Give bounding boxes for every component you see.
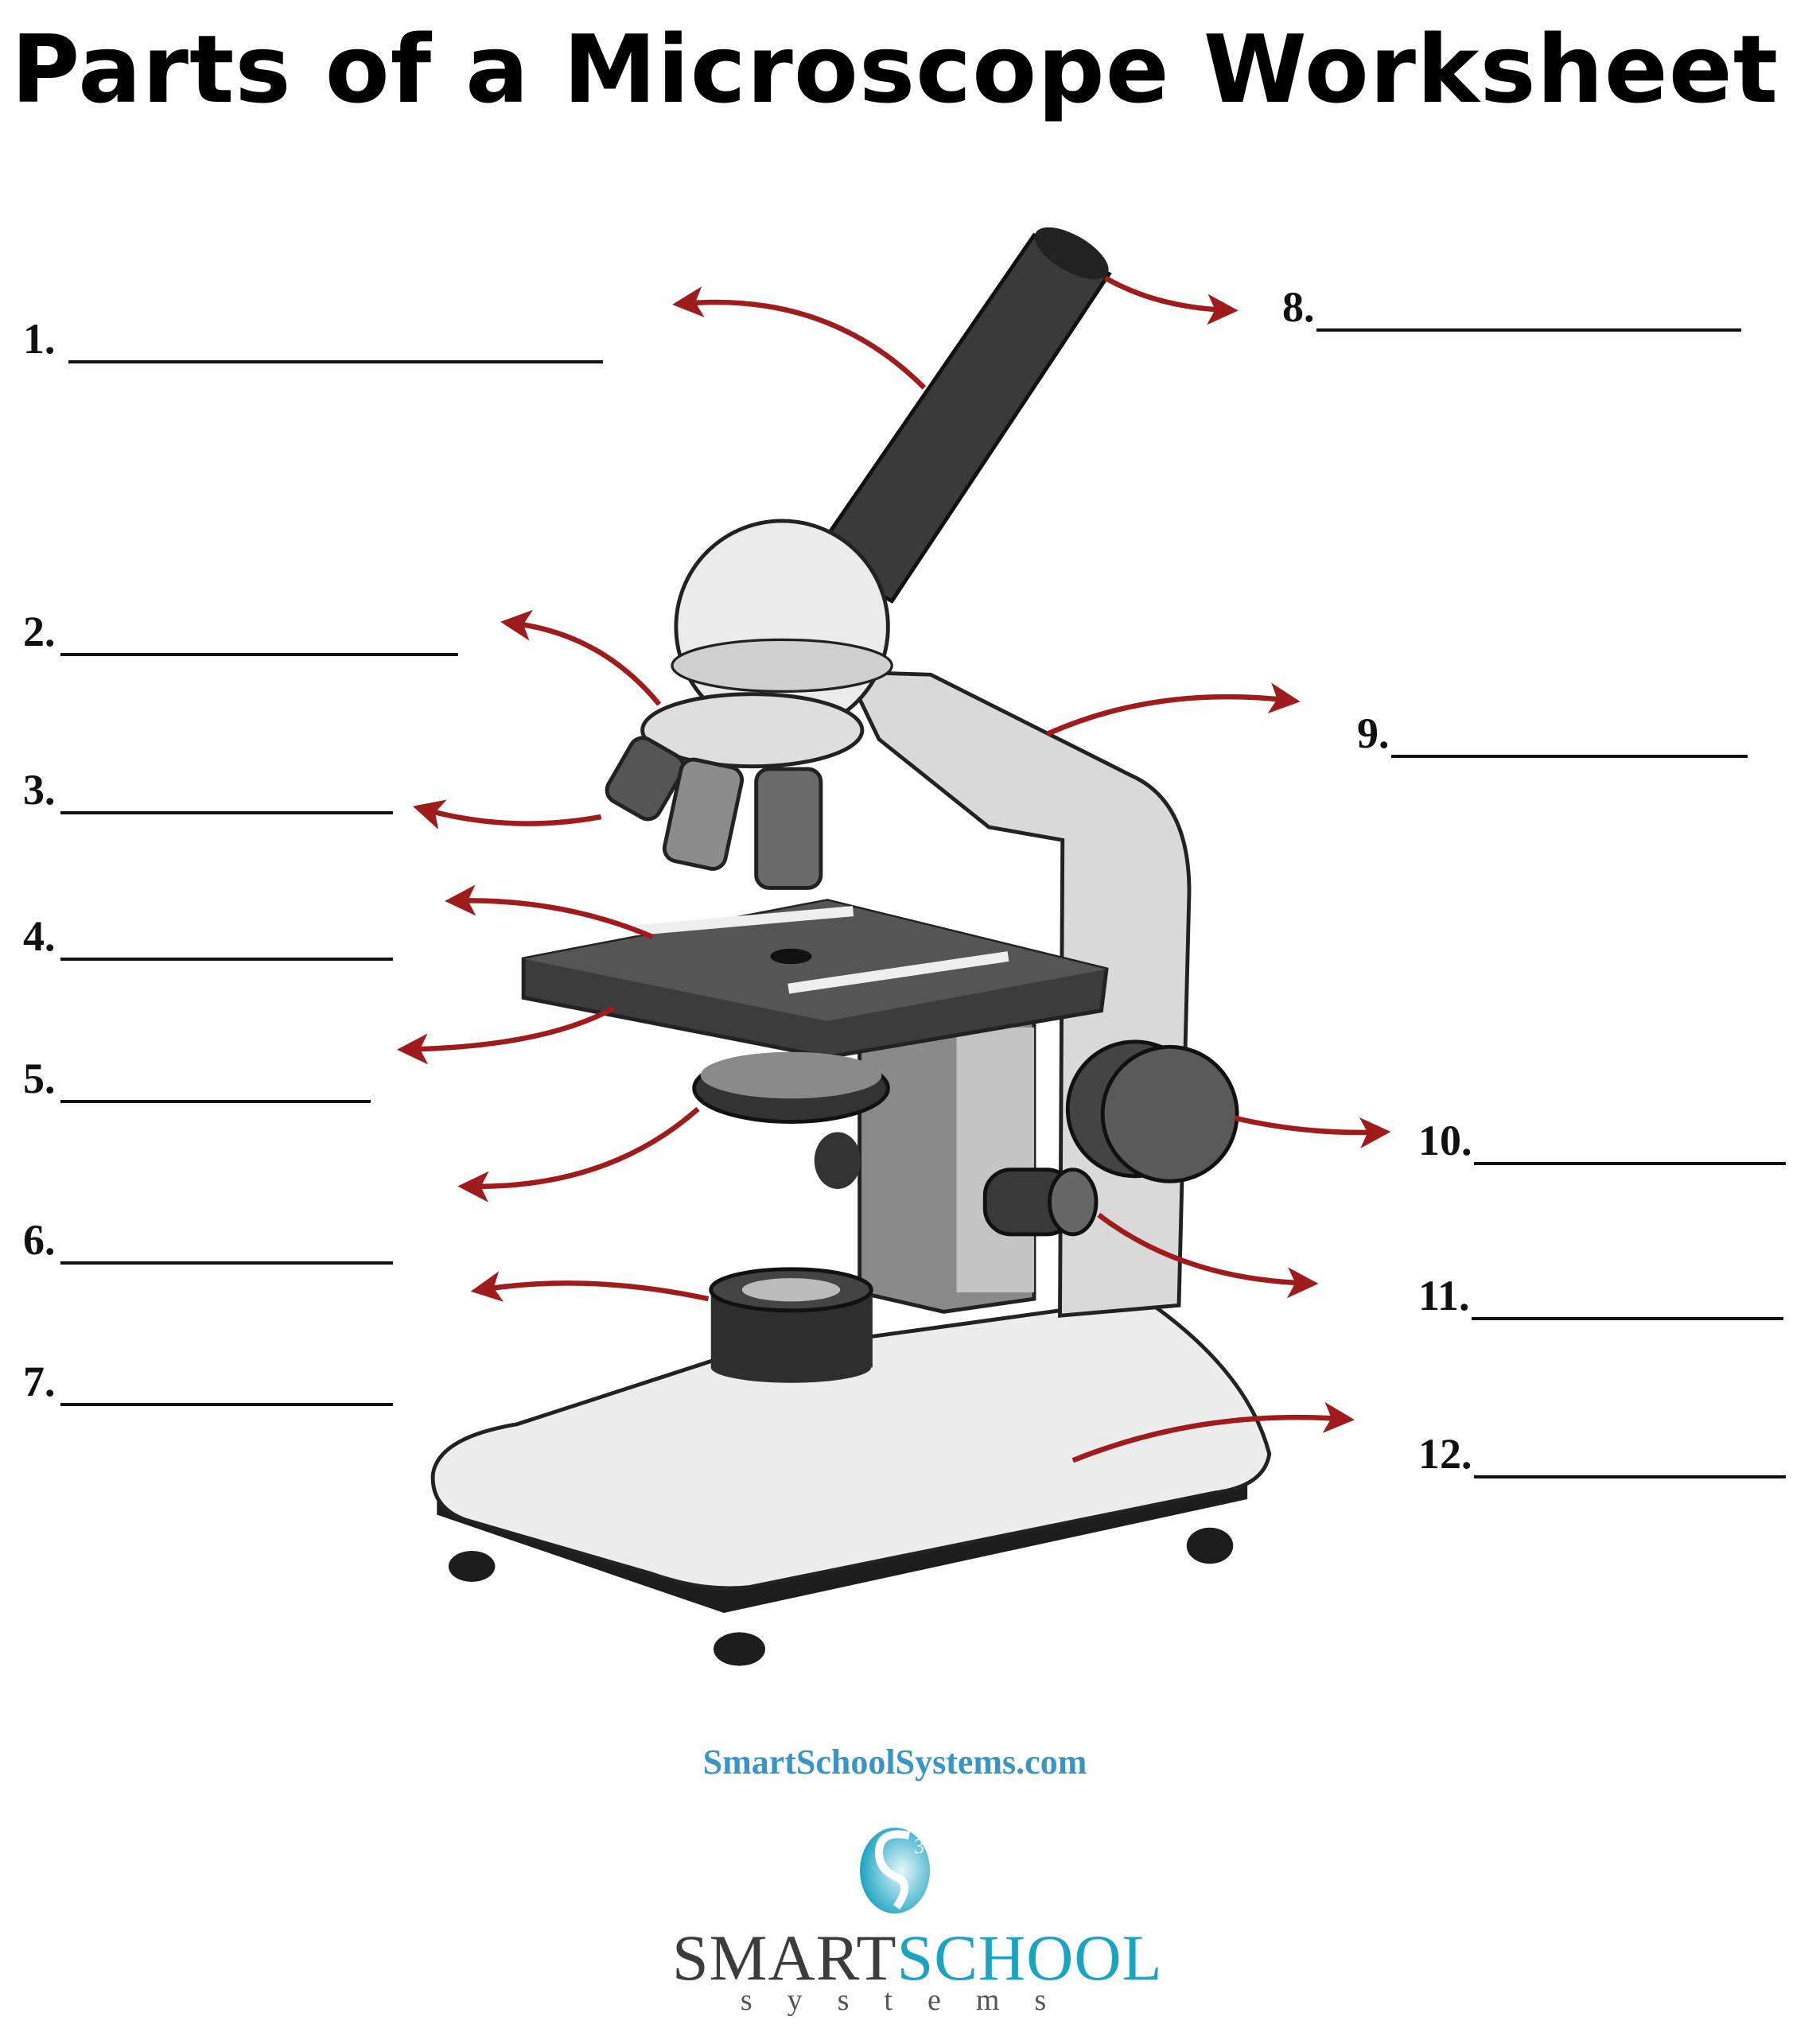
answer-blank[interactable] bbox=[60, 1368, 393, 1406]
answer-blank[interactable] bbox=[60, 776, 393, 814]
logo-word-smart: SMART bbox=[672, 1921, 897, 1994]
arrow-7 bbox=[470, 1271, 710, 1302]
arrow-12 bbox=[1071, 1401, 1355, 1463]
label-8: 8. bbox=[1282, 282, 1741, 332]
arrow-4 bbox=[445, 884, 654, 940]
answer-blank[interactable] bbox=[60, 923, 393, 961]
svg-text:3: 3 bbox=[914, 1835, 924, 1858]
label-number: 1. bbox=[23, 315, 56, 363]
nosepiece bbox=[640, 692, 865, 769]
label-5: 5. bbox=[23, 1054, 371, 1103]
label-4: 4. bbox=[23, 911, 393, 961]
answer-blank[interactable] bbox=[60, 1226, 393, 1265]
label-12: 12. bbox=[1418, 1429, 1786, 1478]
coarse-focus-knob bbox=[1065, 1039, 1239, 1183]
label-number: 4. bbox=[23, 912, 56, 960]
label-3: 3. bbox=[23, 765, 393, 814]
answer-blank[interactable] bbox=[1390, 720, 1748, 758]
fine-focus-knob bbox=[982, 1168, 1099, 1237]
objective-lenses bbox=[605, 736, 823, 890]
answer-blank[interactable] bbox=[1316, 293, 1741, 332]
label-number: 9. bbox=[1357, 709, 1390, 757]
label-number: 5. bbox=[23, 1055, 56, 1102]
label-number: 2. bbox=[23, 608, 56, 655]
answer-blank[interactable] bbox=[1471, 1282, 1783, 1320]
stage bbox=[521, 899, 1109, 1059]
website-link[interactable]: SmartSchoolSystems.com bbox=[702, 1743, 1087, 1782]
arrow-3 bbox=[412, 799, 602, 830]
arrow-5 bbox=[396, 1005, 616, 1065]
label-number: 6. bbox=[23, 1216, 56, 1264]
arrow-6 bbox=[457, 1106, 700, 1203]
label-7: 7. bbox=[23, 1357, 393, 1406]
label-number: 12. bbox=[1418, 1430, 1472, 1478]
label-1: 1. bbox=[23, 314, 603, 363]
smartschool-logo: 3 SMARTSCHOOL systems bbox=[672, 1821, 1162, 2018]
arrow-2 bbox=[500, 609, 662, 706]
label-6: 6. bbox=[23, 1215, 393, 1265]
arrow-1 bbox=[672, 286, 927, 390]
arrow-9 bbox=[1045, 682, 1301, 736]
label-number: 8. bbox=[1282, 283, 1315, 331]
label-2: 2. bbox=[23, 607, 458, 656]
label-number: 3. bbox=[23, 766, 56, 814]
eyepiece-tube bbox=[808, 227, 1112, 604]
arrow-11 bbox=[1097, 1212, 1319, 1299]
answer-blank[interactable] bbox=[60, 618, 458, 656]
answer-blank[interactable] bbox=[68, 325, 603, 363]
answer-blank[interactable] bbox=[60, 1065, 371, 1103]
answer-blank[interactable] bbox=[1473, 1440, 1786, 1478]
label-number: 10. bbox=[1418, 1117, 1472, 1164]
label-11: 11. bbox=[1418, 1271, 1783, 1320]
label-number: 7. bbox=[23, 1358, 56, 1405]
answer-blank[interactable] bbox=[1473, 1127, 1786, 1165]
label-9: 9. bbox=[1357, 709, 1748, 758]
arrow-10 bbox=[1234, 1115, 1391, 1148]
page-title: Parts of a Microscope Worksheet bbox=[10, 14, 1779, 124]
label-number: 11. bbox=[1418, 1272, 1470, 1319]
light-source bbox=[709, 1267, 873, 1383]
logo-tagline: systems bbox=[740, 1984, 1082, 2017]
label-10: 10. bbox=[1418, 1116, 1786, 1165]
microscope-base bbox=[430, 1296, 1272, 1666]
logo-word-school: SCHOOL bbox=[896, 1921, 1163, 1994]
arrow-8 bbox=[1103, 275, 1239, 325]
s3-logo-icon: 3 bbox=[860, 1828, 930, 1914]
